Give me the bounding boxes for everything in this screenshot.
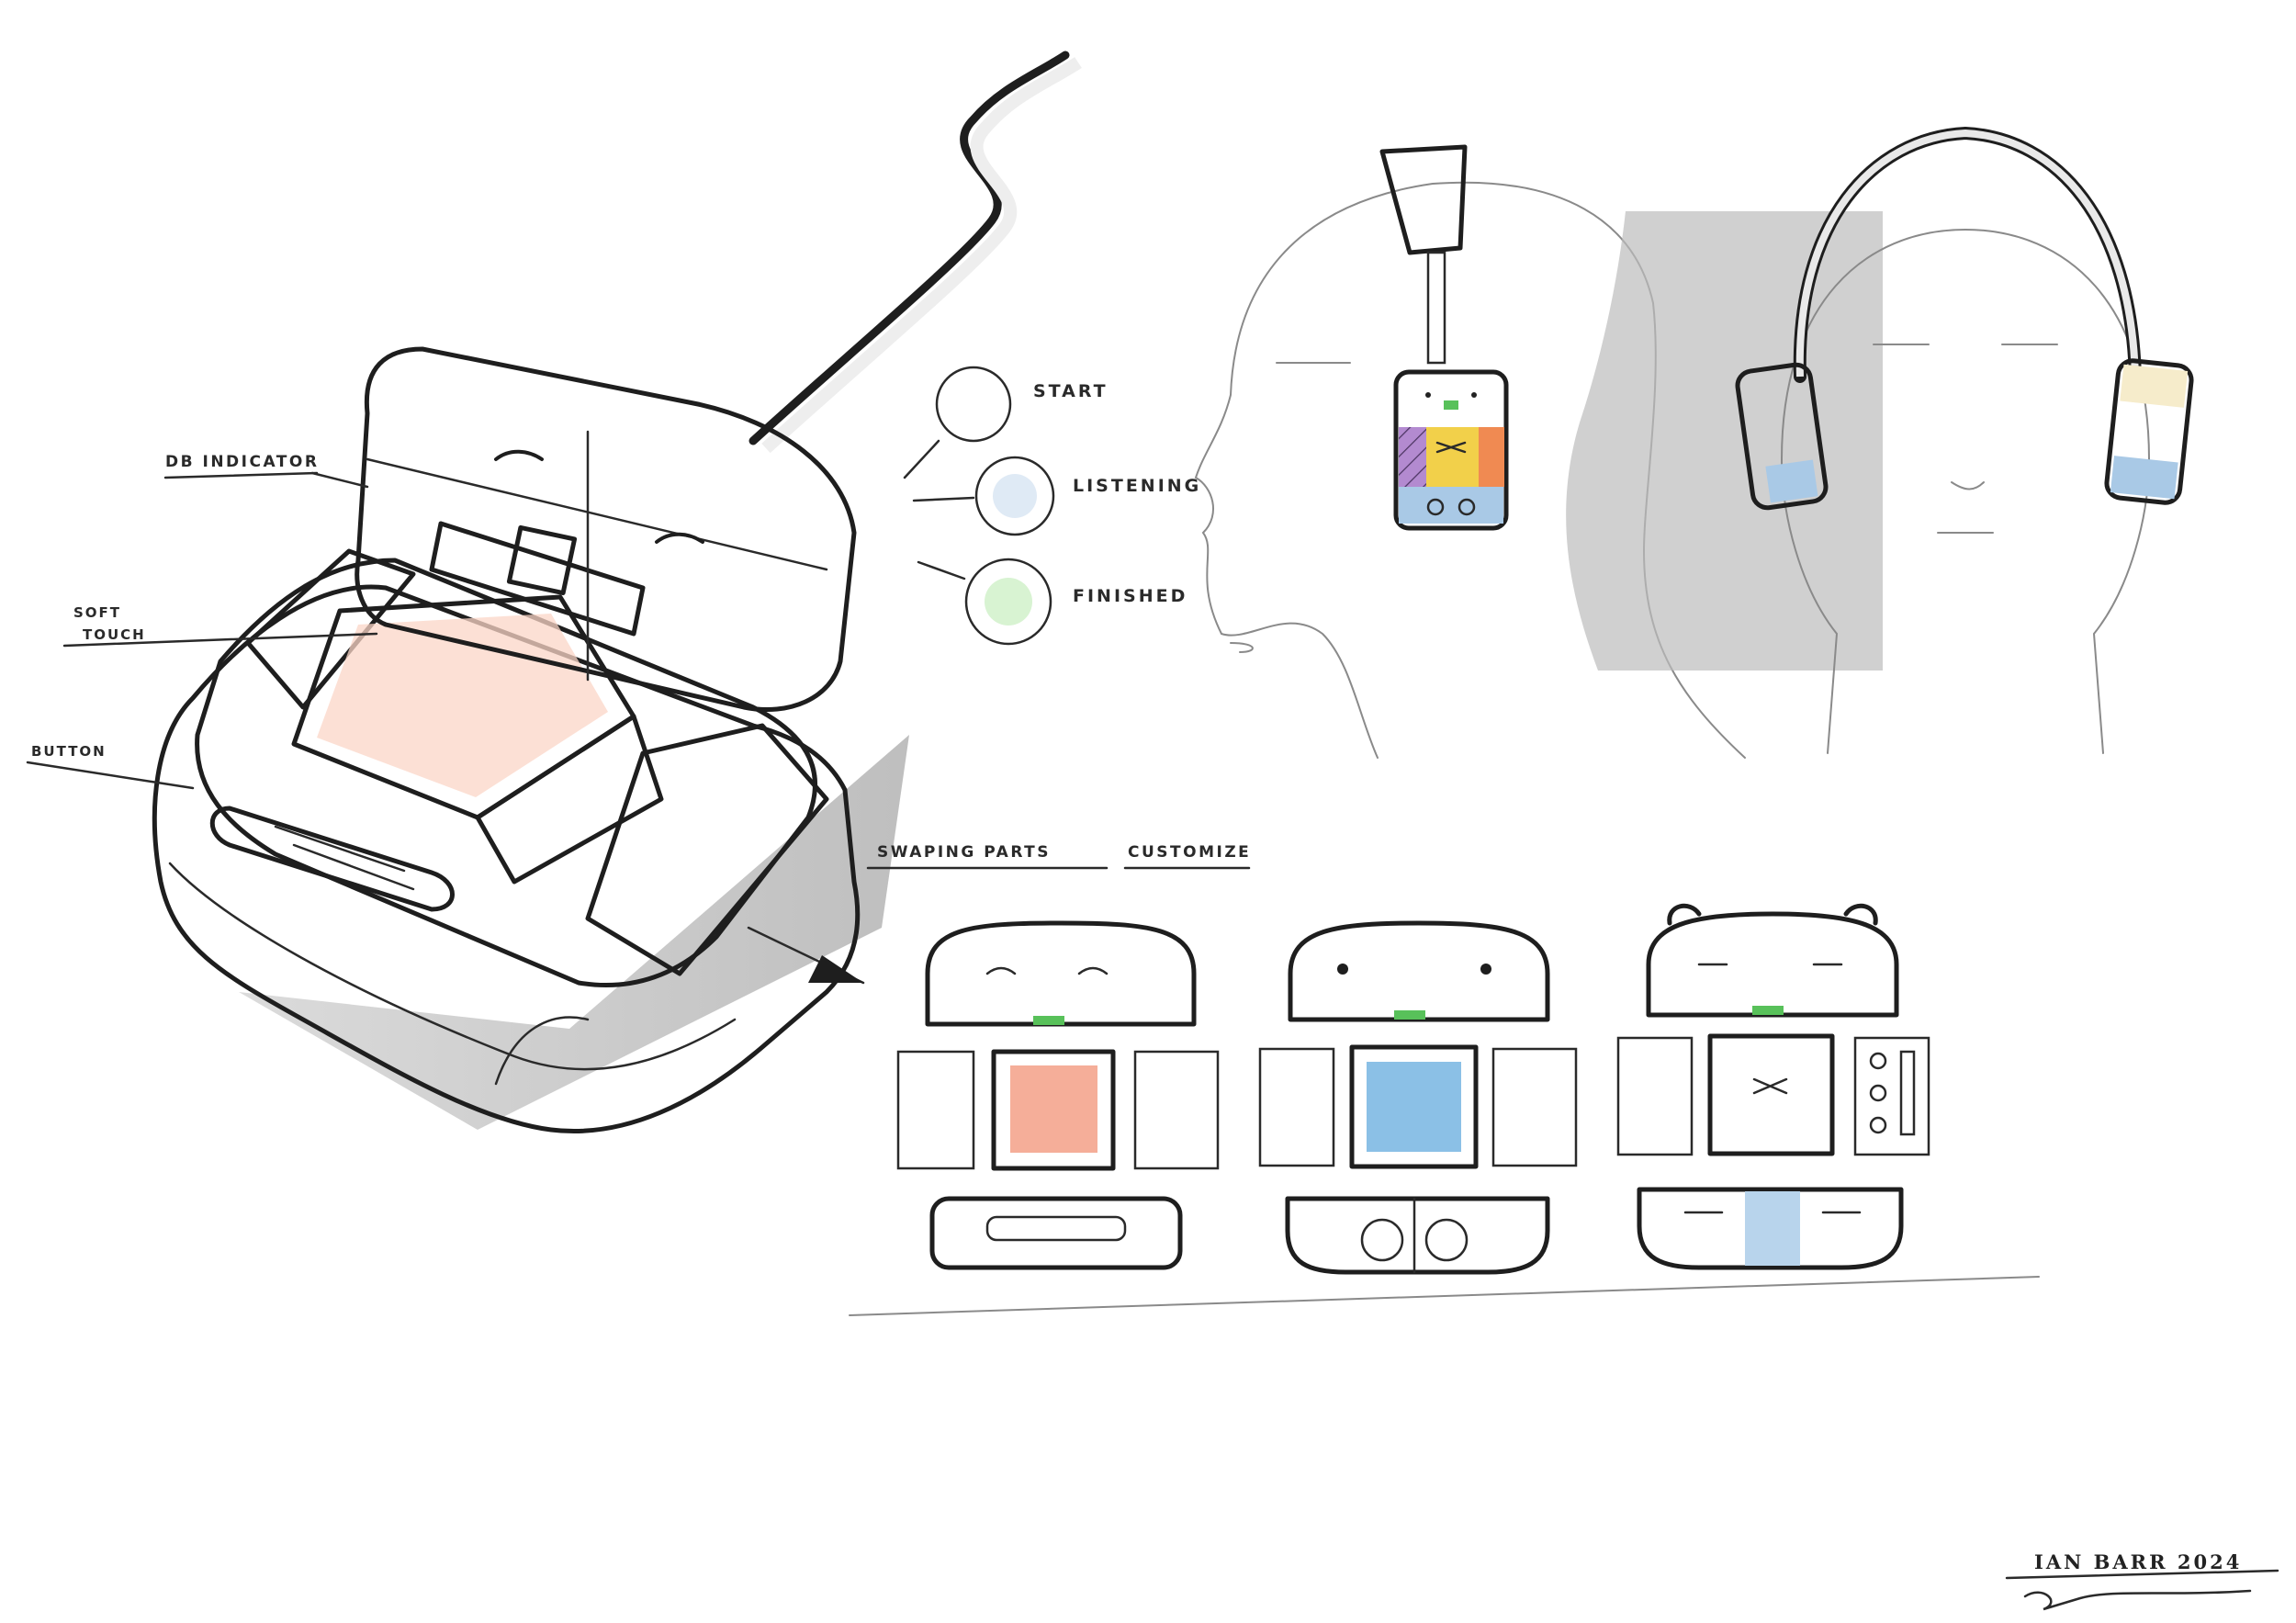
bow-tie-icon: [1435, 441, 1467, 454]
smile-eyes-icon: [985, 966, 1109, 975]
button-label: BUTTON: [31, 743, 107, 760]
profile-earpiece: [1393, 369, 1509, 531]
customize-heading: CUSTOMIZE: [1128, 843, 1251, 862]
front-shadow: [1566, 211, 1883, 671]
bow-tie-icon: [1752, 1077, 1788, 1095]
green-indicator: [506, 524, 578, 596]
swapping-parts-section: SWAPING PARTS CUSTOMIZE: [849, 843, 2040, 1316]
head-front-sketch: [1566, 127, 2194, 754]
cable: [748, 51, 1070, 445]
variant-3: [1616, 903, 1930, 1270]
main-device-sketch: [152, 51, 1082, 1134]
soft-touch-panel: [245, 548, 416, 710]
state-listening-label: LISTENING: [1073, 476, 1201, 496]
state-finished-label: FINISHED: [1073, 586, 1187, 606]
swapping-heading: SWAPING PARTS: [877, 843, 1051, 862]
signature-text: IAN BARR 2024: [2034, 1550, 2242, 1573]
cream-top-cover: [355, 346, 857, 713]
front-earcup-left: [1735, 362, 1829, 511]
signature-block: IAN BARR 2024: [2005, 1550, 2279, 1611]
variant-2: [1258, 920, 1578, 1275]
smile-eyes-icon: [494, 449, 544, 461]
db-indicator-label: DB INDICATOR: [165, 453, 319, 471]
state-start-label: START: [1033, 381, 1109, 401]
speaker-icon: [1360, 1218, 1404, 1262]
status-states: START LISTENING FINISHED: [903, 366, 1201, 646]
state-listening-light: [974, 456, 1055, 536]
arrow-head-icon: [808, 955, 863, 983]
signature-scribble: [2023, 1589, 2252, 1611]
device-shadow: [239, 735, 909, 1130]
dot-eyes-icon: [1337, 964, 1348, 975]
state-start-light: [935, 366, 1012, 443]
front-earcup-right: [2104, 358, 2194, 505]
swap-panel: [585, 723, 829, 976]
soft-touch-label-2: TOUCH: [83, 626, 146, 643]
smile-eyes-icon-2: [655, 532, 704, 544]
soft-touch-label-1: SOFT: [73, 604, 121, 621]
state-finished-light: [964, 558, 1052, 646]
callouts: DB INDICATOR SOFT TOUCH BUTTON: [26, 453, 378, 790]
variant-1: [896, 920, 1220, 1270]
